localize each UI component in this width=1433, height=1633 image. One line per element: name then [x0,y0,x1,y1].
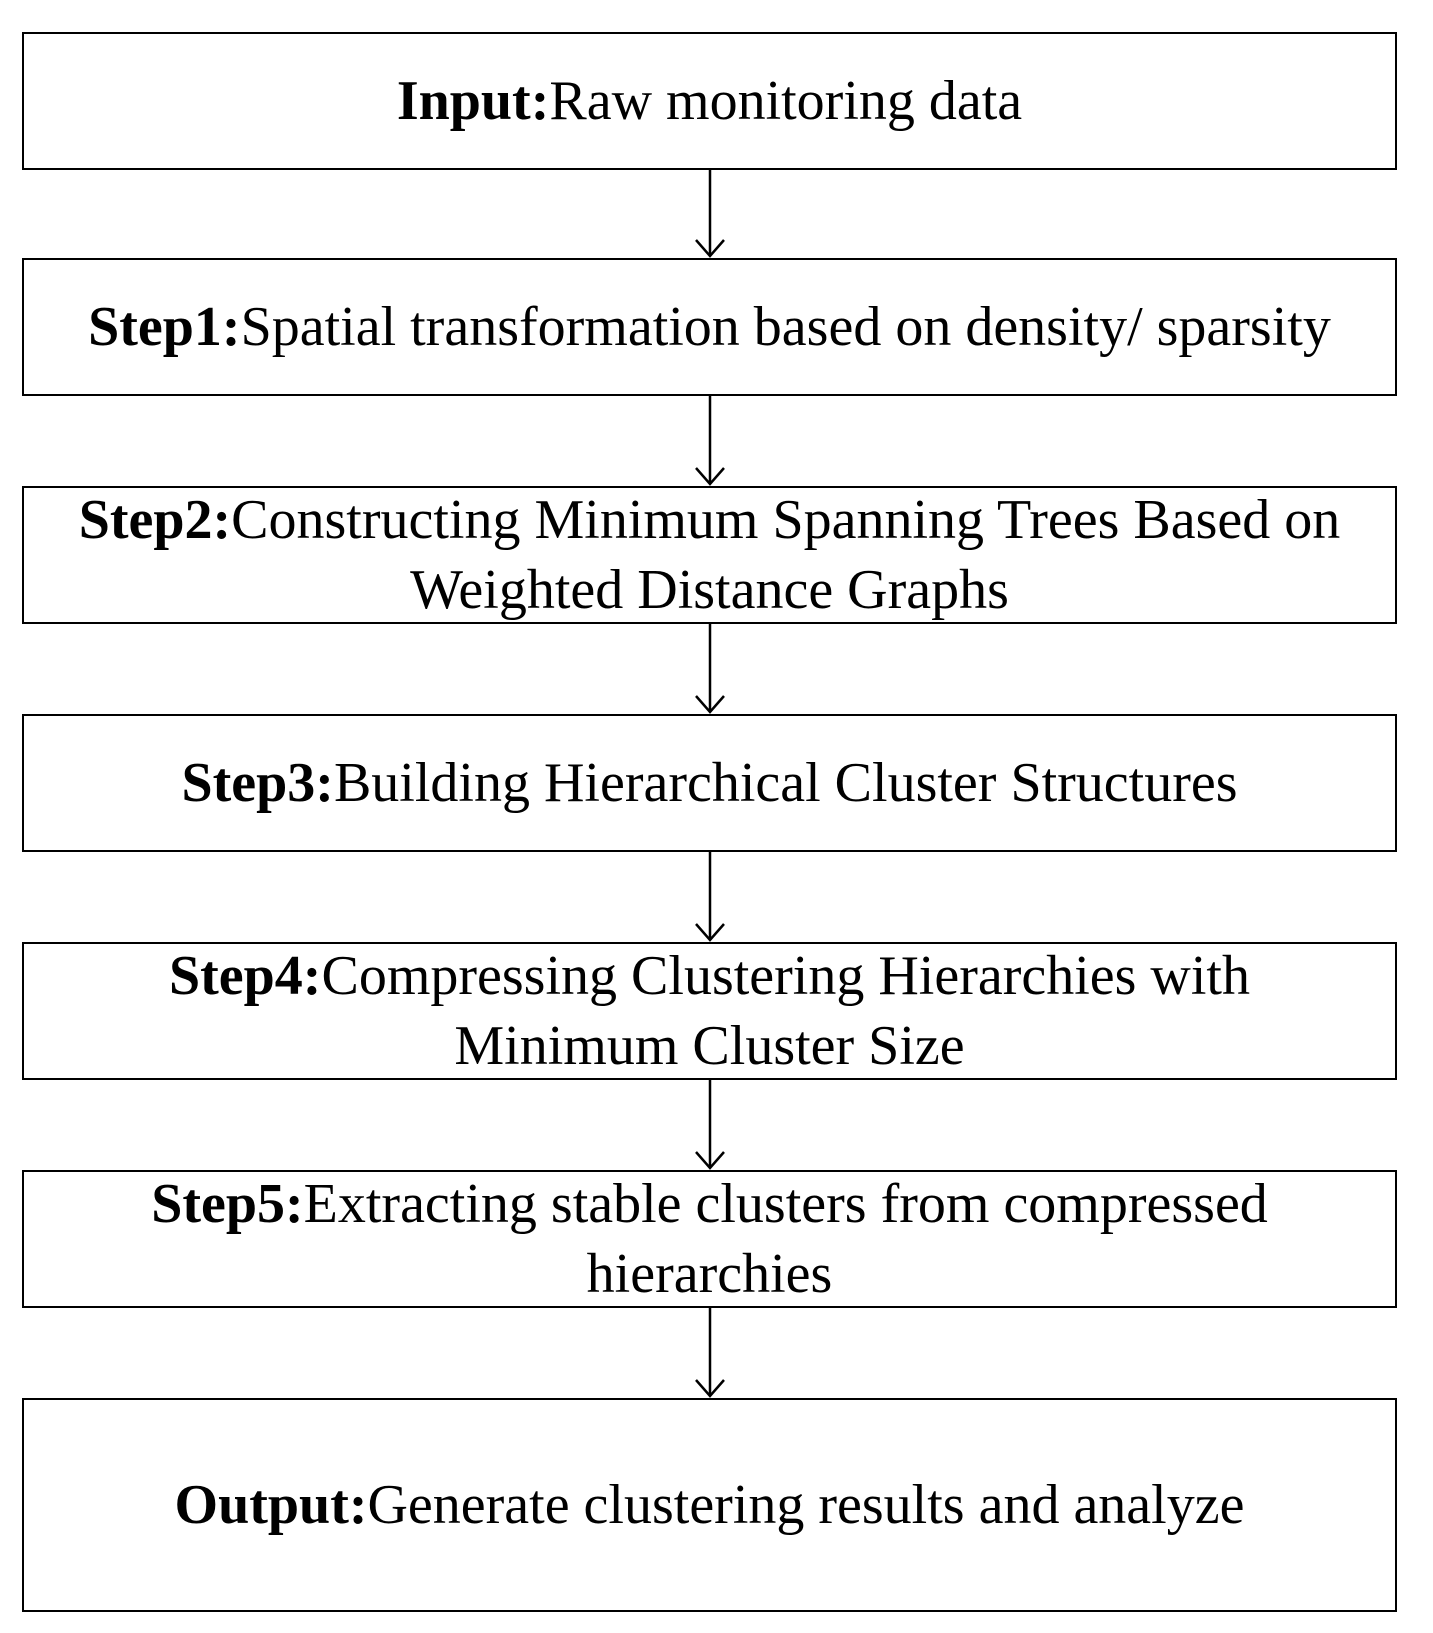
arrow-step3-to-step4 [695,852,725,942]
step1-label: Step1: [88,296,241,358]
step3-description: Building Hierarchical Cluster Structures [333,752,1238,814]
step1-description: Spatial transformation based on density/… [240,296,1331,358]
step5-description: Extracting stable clusters from compress… [303,1173,1268,1305]
output-box-text: Output:Generate clustering results and a… [135,1470,1285,1540]
input-description: Raw monitoring data [549,70,1023,132]
step4-box: Step4:Compressing Clustering Hierarchies… [22,942,1397,1080]
step4-box-text: Step4:Compressing Clustering Hierarchies… [24,941,1395,1081]
output-label: Output: [174,1474,368,1536]
arrow-step5-to-output [695,1308,725,1398]
step4-label: Step4: [169,945,322,1007]
arrow-step4-to-step5 [695,1080,725,1170]
step2-label: Step2: [78,489,232,551]
output-box: Output:Generate clustering results and a… [22,1398,1397,1612]
step3-label: Step3: [181,752,334,814]
step2-box: Step2:Constructing Minimum Spanning Tree… [22,486,1397,624]
step5-box: Step5:Extracting stable clusters from co… [22,1170,1397,1308]
step1-box-text: Step1:Spatial transformation based on de… [48,292,1371,362]
arrow-step2-to-step3 [695,624,725,714]
step3-box-text: Step3:Building Hierarchical Cluster Stru… [142,748,1278,818]
arrow-step1-to-step2 [695,396,725,486]
step2-description: Constructing Minimum Spanning Trees Base… [231,489,1341,621]
step4-description: Compressing Clustering Hierarchies with … [321,945,1250,1077]
input-label: Input: [396,70,550,132]
step5-box-text: Step5:Extracting stable clusters from co… [24,1169,1395,1309]
step1-box: Step1:Spatial transformation based on de… [22,258,1397,396]
output-description: Generate clustering results and analyze [367,1474,1245,1536]
step5-label: Step5: [151,1173,304,1235]
arrow-input-to-step1 [695,168,725,258]
input-box: Input:Raw monitoring data [22,32,1397,170]
step3-box: Step3:Building Hierarchical Cluster Stru… [22,714,1397,852]
input-box-text: Input:Raw monitoring data [357,66,1062,136]
step2-box-text: Step2:Constructing Minimum Spanning Tree… [24,485,1395,625]
